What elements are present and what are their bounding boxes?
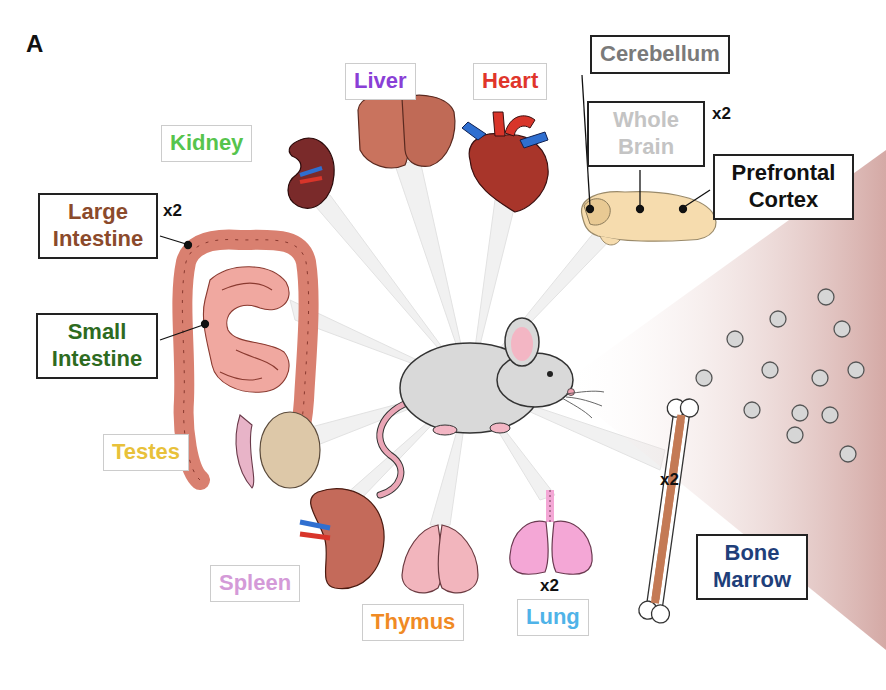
- organ-label-box: Lung: [517, 599, 589, 636]
- organ-label: Cerebellum: [600, 41, 720, 68]
- organ-label: Liver: [354, 68, 407, 95]
- count-label: x2: [163, 201, 182, 221]
- organ-label-box: Whole Brain: [587, 101, 705, 167]
- organ-label: Kidney: [170, 130, 243, 157]
- count-label: x2: [660, 470, 679, 490]
- organ-label: Heart: [482, 68, 538, 95]
- count-label: x2: [712, 104, 731, 124]
- organ-label: Whole Brain: [597, 107, 695, 161]
- organ-label-box: Kidney: [161, 125, 252, 162]
- organ-label: Bone Marrow: [706, 540, 798, 594]
- organ-label: Thymus: [371, 609, 455, 636]
- organ-label-box: Cerebellum: [590, 35, 730, 74]
- organ-label-box: Large Intestine: [38, 193, 158, 259]
- organ-label-box: Spleen: [210, 565, 300, 602]
- count-label: x2: [540, 576, 559, 596]
- organ-label-box: Bone Marrow: [696, 534, 808, 600]
- organ-label-box: Prefrontal Cortex: [713, 154, 854, 220]
- organ-label-box: Testes: [103, 434, 189, 471]
- organ-label-box: Small Intestine: [36, 313, 158, 379]
- organ-label: Prefrontal Cortex: [723, 160, 844, 214]
- organ-label-box: Heart: [473, 63, 547, 100]
- organ-label: Small Intestine: [46, 319, 148, 373]
- organ-label: Large Intestine: [48, 199, 148, 253]
- organ-label-box: Thymus: [362, 604, 464, 641]
- organ-label: Spleen: [219, 570, 291, 597]
- organ-label-box: Liver: [345, 63, 416, 100]
- organ-label: Testes: [112, 439, 180, 466]
- panel-letter: A: [26, 30, 43, 58]
- organ-label: Lung: [526, 604, 580, 631]
